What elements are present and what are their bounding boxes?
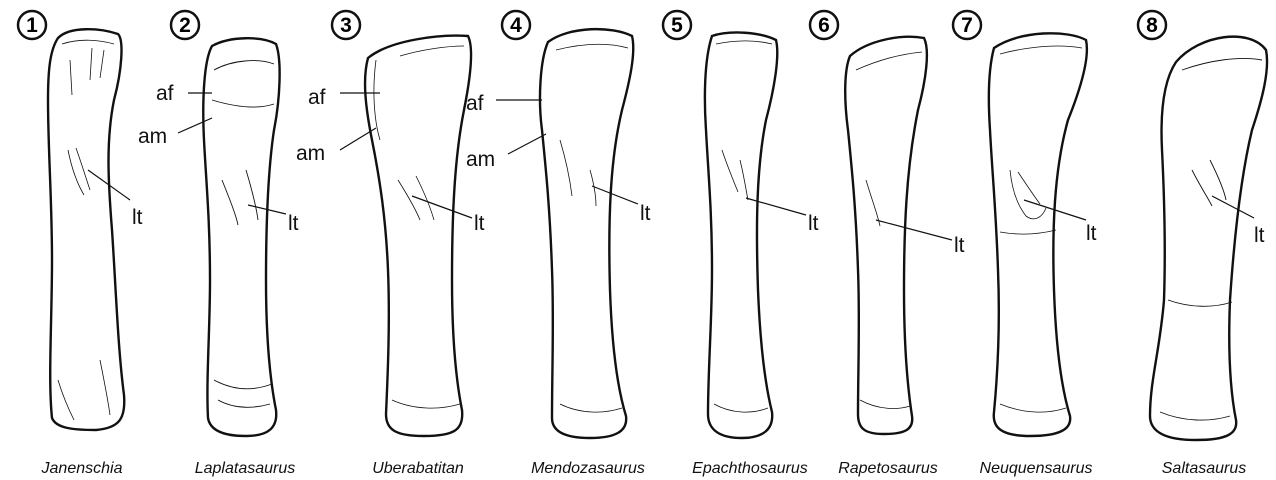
- svg-text:8: 8: [1146, 14, 1158, 37]
- panel-6: 6 lt Rapetosaurus: [810, 11, 965, 477]
- panel-2: 2 af am lt Laplatasaurus: [138, 11, 299, 477]
- panel-5: 5 lt Epachthosaurus: [663, 11, 819, 477]
- svg-text:lt: lt: [640, 202, 651, 225]
- femur-drawing: [203, 38, 279, 436]
- svg-text:5: 5: [671, 14, 683, 37]
- taxon-caption: Uberabatitan: [372, 460, 464, 477]
- svg-text:am: am: [466, 148, 495, 171]
- annotation-lt: lt: [876, 220, 965, 257]
- femur-drawing: [845, 37, 927, 434]
- panel-8: 8 lt Saltasaurus: [1138, 11, 1267, 477]
- panel-number-badge: 3: [332, 11, 360, 39]
- svg-text:af: af: [308, 86, 326, 109]
- panel-number-badge: 4: [502, 11, 530, 39]
- svg-text:1: 1: [26, 14, 38, 37]
- svg-text:af: af: [466, 92, 484, 115]
- svg-text:am: am: [296, 142, 325, 165]
- femur-drawing: [705, 33, 777, 438]
- svg-text:af: af: [156, 82, 174, 105]
- annotation-af: af: [466, 92, 542, 115]
- svg-text:3: 3: [340, 14, 352, 37]
- panel-3: 3 af am lt Uberabatitan: [296, 11, 485, 477]
- svg-text:lt: lt: [1086, 222, 1097, 245]
- femur-drawing: [1150, 37, 1267, 440]
- femur-drawing: [989, 33, 1087, 436]
- svg-text:4: 4: [510, 14, 522, 37]
- femur-drawing: [48, 29, 124, 430]
- svg-text:am: am: [138, 125, 167, 148]
- taxon-caption: Neuquensaurus: [980, 460, 1093, 477]
- annotation-am: am: [296, 128, 376, 165]
- svg-text:7: 7: [961, 14, 973, 37]
- annotation-lt: lt: [592, 186, 651, 225]
- femur-drawing: [365, 36, 471, 436]
- panel-number-badge: 7: [953, 11, 981, 39]
- svg-text:lt: lt: [474, 212, 485, 235]
- femur-drawing: [540, 29, 633, 438]
- panel-number-badge: 6: [810, 11, 838, 39]
- panel-number-badge: 1: [18, 11, 46, 39]
- annotation-am: am: [466, 134, 546, 171]
- taxon-caption: Laplatasaurus: [195, 460, 296, 477]
- annotation-lt: lt: [88, 170, 143, 229]
- svg-text:lt: lt: [1254, 224, 1265, 247]
- annotation-lt: lt: [248, 205, 299, 235]
- annotation-af: af: [308, 86, 380, 109]
- panel-7: 7 lt Neuquensaurus: [953, 11, 1097, 477]
- panel-4: 4 af am lt Mendozasaurus: [466, 11, 651, 477]
- taxon-caption: Epachthosaurus: [692, 460, 808, 477]
- taxon-caption: Janenschia: [41, 460, 123, 477]
- taxon-caption: Saltasaurus: [1162, 460, 1247, 477]
- svg-text:lt: lt: [132, 206, 143, 229]
- panel-number-badge: 5: [663, 11, 691, 39]
- svg-text:lt: lt: [954, 234, 965, 257]
- annotation-lt: lt: [1024, 200, 1097, 245]
- svg-text:2: 2: [179, 14, 191, 37]
- taxon-caption: Mendozasaurus: [531, 460, 645, 477]
- panel-1: 1 lt Janenschia: [18, 11, 143, 477]
- svg-text:6: 6: [818, 14, 830, 37]
- svg-text:lt: lt: [808, 212, 819, 235]
- taxon-caption: Rapetosaurus: [838, 460, 938, 477]
- panel-number-badge: 2: [171, 11, 199, 39]
- panel-number-badge: 8: [1138, 11, 1166, 39]
- annotation-lt: lt: [412, 196, 485, 235]
- annotation-am: am: [138, 118, 212, 148]
- svg-text:lt: lt: [288, 212, 299, 235]
